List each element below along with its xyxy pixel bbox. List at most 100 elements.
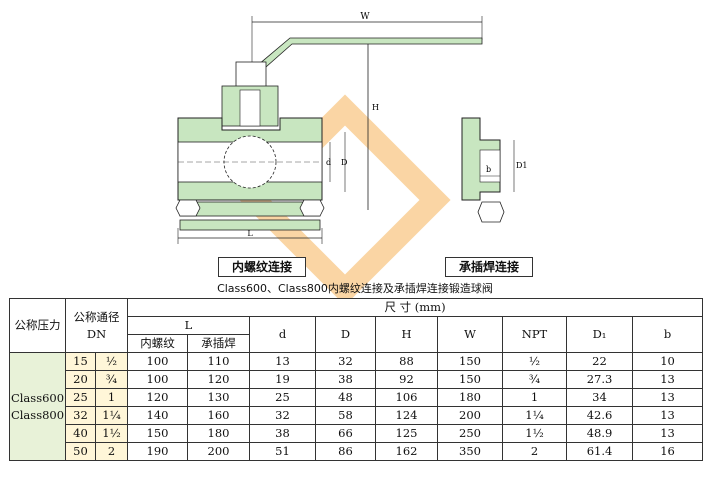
header-L-socket: 承插焊 <box>187 334 250 353</box>
cell-npt: 1¼ <box>502 406 567 425</box>
cell-W: 200 <box>437 406 503 425</box>
cell-L2: 180 <box>187 424 250 443</box>
header-L-thread: 内螺纹 <box>127 334 188 353</box>
cell-inch: 1½ <box>95 424 128 443</box>
cell-dn: 20 <box>65 370 96 389</box>
dimension-table: 公称压力 公称通径 DN 尺 寸 (mm) L d D H W NPT D₁ b… <box>9 298 704 461</box>
cell-inch: 1¼ <box>95 406 128 425</box>
cell-b: 13 <box>631 370 704 389</box>
class-label-2: Class800 <box>10 407 65 422</box>
cell-D1: 61.4 <box>566 442 633 461</box>
cell-inch: ¾ <box>95 370 128 389</box>
cell-H: 92 <box>375 370 438 389</box>
cell-W: 350 <box>437 442 503 461</box>
cell-b: 13 <box>631 406 704 425</box>
cell-L2: 200 <box>187 442 250 461</box>
cell-b: 13 <box>631 388 704 407</box>
cell-W: 150 <box>437 370 503 389</box>
cell-inch: 2 <box>95 442 128 461</box>
cell-d: 25 <box>249 388 316 407</box>
cell-L1: 150 <box>127 424 188 443</box>
cell-npt: 2 <box>502 442 567 461</box>
cell-L1: 100 <box>127 370 188 389</box>
cell-npt: 1½ <box>502 424 567 443</box>
cell-H: 124 <box>375 406 438 425</box>
cell-D1: 42.6 <box>566 406 633 425</box>
valve-drawing: W H d D L b D1 <box>175 12 528 300</box>
cell-L2: 160 <box>187 406 250 425</box>
cell-H: 125 <box>375 424 438 443</box>
cell-d: 19 <box>249 370 316 389</box>
cell-d: 51 <box>249 442 316 461</box>
cell-W: 180 <box>437 388 503 407</box>
cell-D: 48 <box>315 388 376 407</box>
cell-L2: 120 <box>187 370 250 389</box>
dim-W-label: W <box>360 12 370 22</box>
header-NPT: NPT <box>502 316 567 353</box>
cell-dn: 50 <box>65 442 96 461</box>
header-size: 尺 寸 (mm) <box>126 298 704 317</box>
header-D: D <box>315 316 376 353</box>
caption-thread-connection: 内螺纹连接 <box>218 257 306 277</box>
cell-D: 86 <box>315 442 376 461</box>
dim-b-label: b <box>486 165 491 174</box>
cell-D1: 34 <box>566 388 633 407</box>
cell-dn: 15 <box>65 352 96 371</box>
dim-d-label: d <box>326 158 331 167</box>
figure-caption: Class600、Class800内螺纹连接及承插焊连接锻造球阀 <box>217 282 493 295</box>
cell-D1: 22 <box>566 352 633 371</box>
cell-D: 32 <box>315 352 376 371</box>
cell-b: 16 <box>631 442 704 461</box>
cell-b: 10 <box>631 352 704 371</box>
cell-D1: 27.3 <box>566 370 633 389</box>
header-pressure: 公称压力 <box>9 298 66 353</box>
cell-H: 162 <box>375 442 438 461</box>
header-dn: 公称通径 DN <box>65 298 128 353</box>
cell-npt: ½ <box>502 352 567 371</box>
cell-L2: 110 <box>187 352 250 371</box>
cell-dn: 40 <box>65 424 96 443</box>
dim-D-label: D <box>341 158 347 167</box>
cell-D: 58 <box>315 406 376 425</box>
cell-D1: 48.9 <box>566 424 633 443</box>
dim-D1-label: D1 <box>516 161 528 170</box>
cell-d: 38 <box>249 424 316 443</box>
header-d: d <box>249 316 316 353</box>
cell-L1: 140 <box>127 406 188 425</box>
cell-L1: 100 <box>127 352 188 371</box>
header-b: b <box>631 316 704 353</box>
cell-b: 13 <box>631 424 704 443</box>
cell-D: 38 <box>315 370 376 389</box>
cell-inch: ½ <box>95 352 128 371</box>
cell-npt: 1 <box>502 388 567 407</box>
cell-npt: ¾ <box>502 370 567 389</box>
header-dn-line1: 公称通径 <box>73 309 120 324</box>
cell-dn: 25 <box>65 388 96 407</box>
caption-socket-weld: 承插焊连接 <box>445 257 533 277</box>
cell-L2: 130 <box>187 388 250 407</box>
header-W: W <box>437 316 503 353</box>
header-dn-line2: DN <box>86 326 107 341</box>
cell-L1: 190 <box>127 442 188 461</box>
cell-H: 106 <box>375 388 438 407</box>
cell-W: 150 <box>437 352 503 371</box>
cell-d: 13 <box>249 352 316 371</box>
class-label-1: Class600 <box>10 390 65 405</box>
header-D1: D₁ <box>566 316 633 353</box>
header-L: L <box>127 316 250 335</box>
dim-L-label: L <box>247 229 253 238</box>
cell-H: 88 <box>375 352 438 371</box>
cell-L1: 120 <box>127 388 188 407</box>
dim-H-label: H <box>372 103 379 112</box>
cell-dn: 32 <box>65 406 96 425</box>
cell-D: 66 <box>315 424 376 443</box>
cell-W: 250 <box>437 424 503 443</box>
cell-d: 32 <box>249 406 316 425</box>
